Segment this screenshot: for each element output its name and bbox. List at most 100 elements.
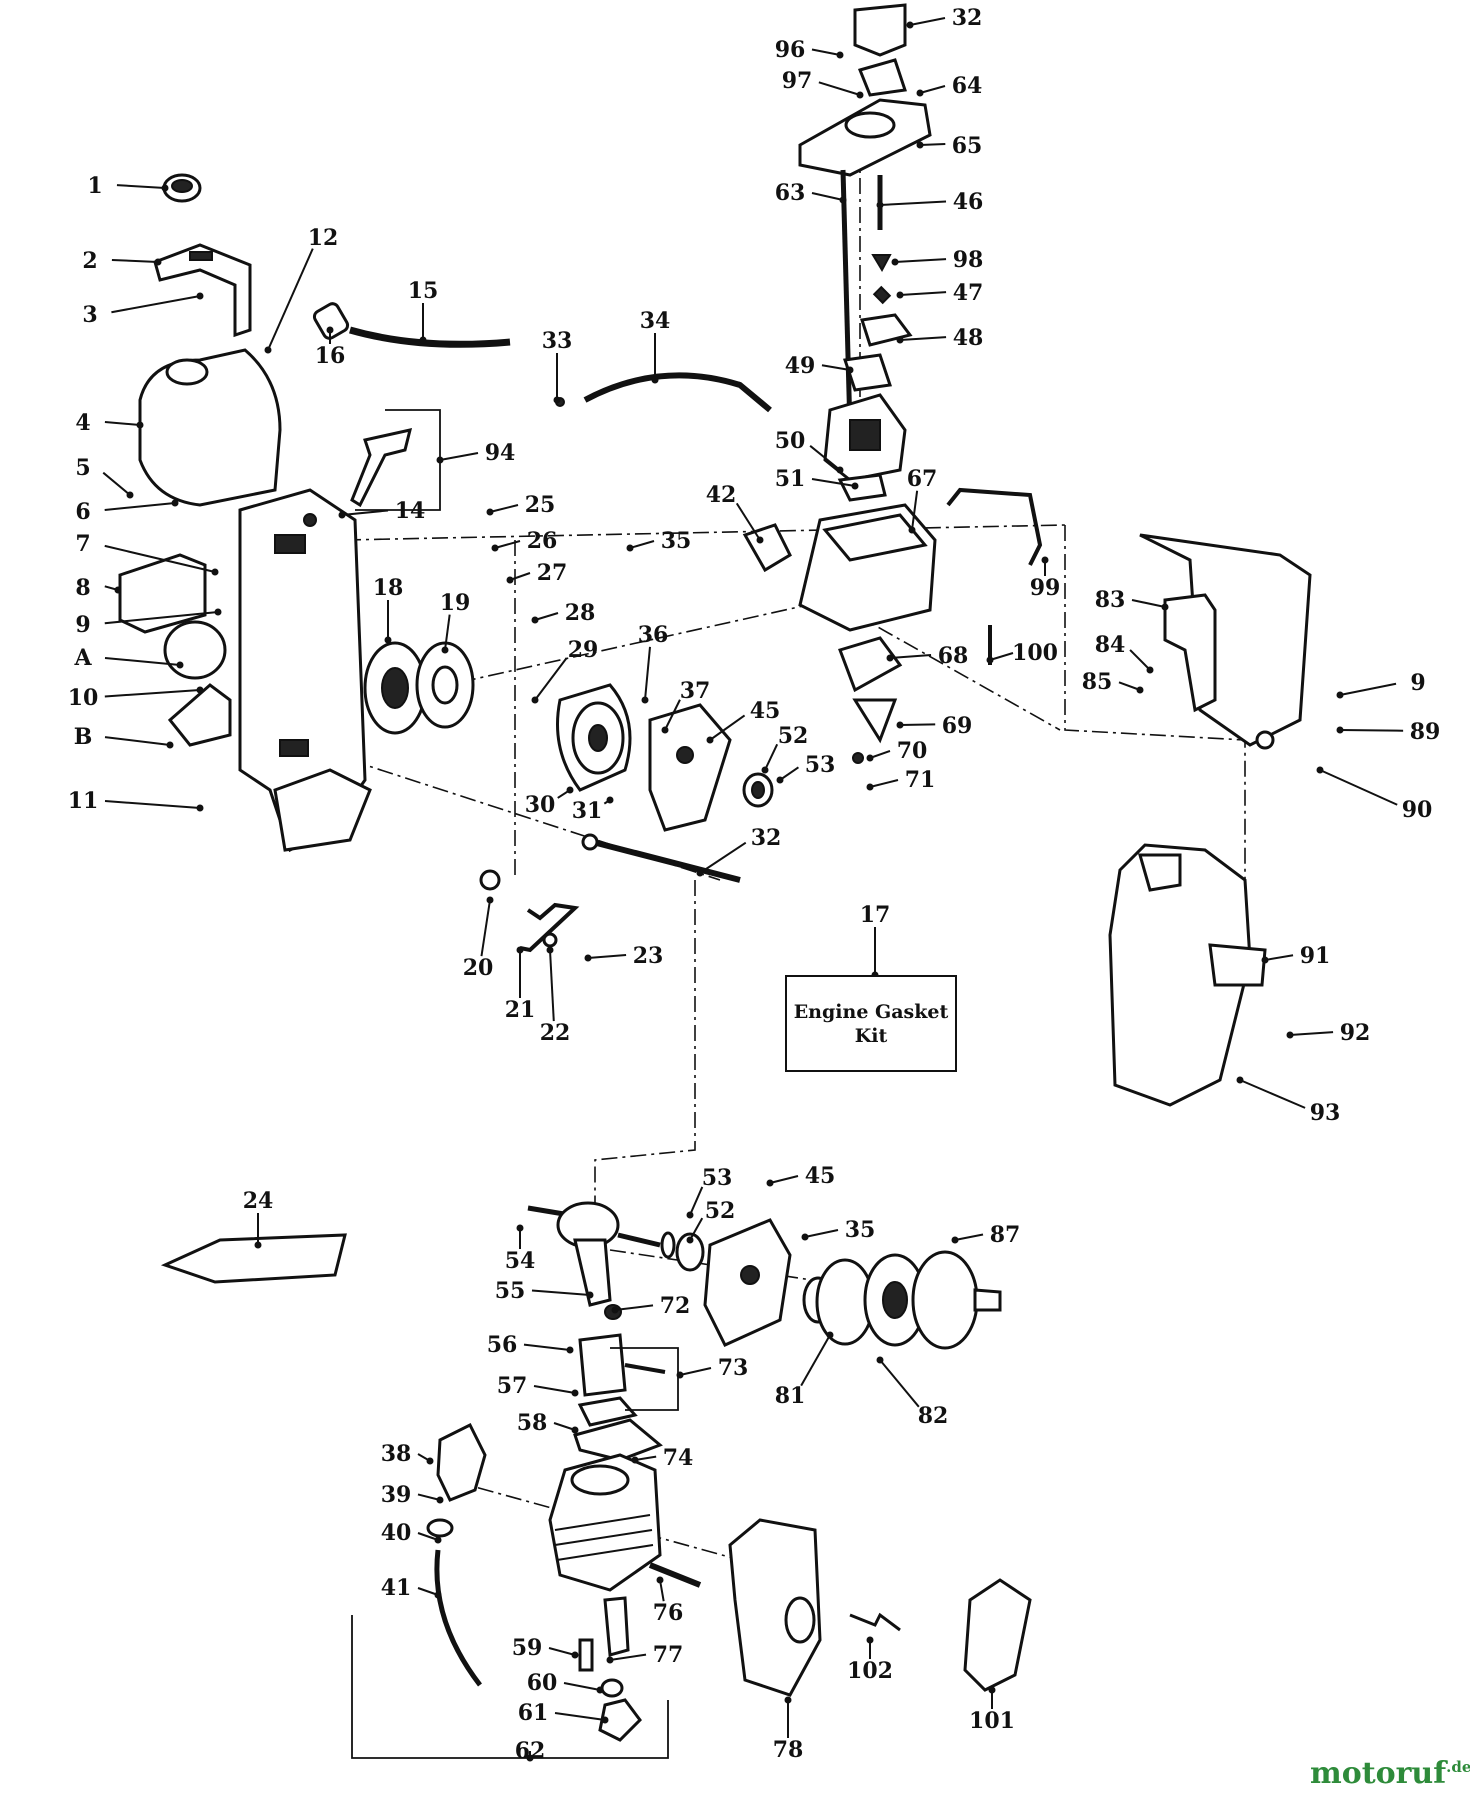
callout-leader <box>104 420 141 426</box>
air-filter <box>118 553 207 634</box>
callout-50: 50 <box>775 428 844 474</box>
callout-14: 14 <box>338 498 425 524</box>
callout-72: 72 <box>611 1293 691 1319</box>
callout-number: 29 <box>568 637 599 663</box>
callout-arrowhead <box>866 754 874 762</box>
callout-number: 72 <box>660 1293 691 1319</box>
callout-arrowhead <box>154 258 162 266</box>
callout-leader <box>954 1233 984 1241</box>
callout-27: 27 <box>506 560 567 586</box>
callout-leader <box>899 336 947 341</box>
callout-46: 46 <box>876 189 983 215</box>
callout-arrowhead <box>531 616 539 624</box>
callout-B: B <box>74 724 174 750</box>
callout-arrowhead <box>114 586 122 594</box>
callout-40: 40 <box>381 1520 442 1546</box>
callout-1: 1 <box>87 173 169 199</box>
callout-arrowhead <box>419 336 427 344</box>
callout-leader <box>531 1289 591 1296</box>
callout-number: 53 <box>702 1165 733 1191</box>
callout-leader <box>889 654 932 659</box>
callout-arrowhead <box>631 1456 639 1464</box>
callout-arrowhead <box>586 1291 594 1299</box>
callout-arrowhead <box>571 1651 579 1659</box>
callout-37: 37 <box>661 678 711 734</box>
crankshaft <box>527 1201 661 1307</box>
callout-23: 23 <box>584 943 663 969</box>
callout-leader <box>709 714 746 741</box>
callout-56: 56 <box>487 1332 574 1358</box>
callout-arrowhead <box>839 196 847 204</box>
callout-93: 93 <box>1236 1076 1340 1126</box>
callout-number: 68 <box>938 643 969 669</box>
callout-83: 83 <box>1095 587 1169 613</box>
callout-leader <box>811 192 844 201</box>
callout-7: 7 <box>75 531 219 576</box>
callout-number: 90 <box>1402 797 1433 823</box>
callout-number: 42 <box>706 482 737 508</box>
callout-arrowhead <box>254 1241 262 1249</box>
callout-number: 97 <box>782 68 813 94</box>
crankcase <box>703 1218 792 1347</box>
spring-clip <box>849 1612 901 1632</box>
callout-arrowhead <box>553 396 561 404</box>
callout-number: 45 <box>805 1163 836 1189</box>
callout-number: 59 <box>512 1635 543 1661</box>
callout-leader <box>533 1385 576 1394</box>
callout-number: 5 <box>75 455 90 481</box>
callout-number: 64 <box>952 73 983 99</box>
callout-number: 38 <box>381 1441 412 1467</box>
starter-pulley <box>363 641 475 735</box>
callout-arrowhead <box>196 686 204 694</box>
callout-73: 73 <box>676 1355 748 1381</box>
callout-number: 69 <box>942 713 973 739</box>
callout-leader <box>417 1587 439 1596</box>
callout-leader <box>644 646 651 701</box>
callout-51: 51 <box>775 466 859 492</box>
callout-61: 61 <box>518 1700 609 1726</box>
muffler-cover <box>963 1578 1032 1692</box>
callout-number: 76 <box>653 1600 684 1626</box>
callout-number: 53 <box>805 752 836 778</box>
callout-arrowhead <box>136 421 144 429</box>
callout-arrowhead <box>264 346 272 354</box>
callout-leader <box>417 1532 439 1541</box>
callout-85: 85 <box>1082 669 1144 695</box>
callout-number: 21 <box>505 997 536 1023</box>
watermark: motoruf.de <box>1310 1756 1470 1791</box>
callout-arrowhead <box>836 466 844 474</box>
callout-leader <box>869 779 899 788</box>
flywheel <box>556 683 632 792</box>
callout-arrowhead <box>426 1457 434 1465</box>
callout-arrowhead <box>171 499 179 507</box>
callout-leader <box>1118 681 1141 691</box>
callout-arrowhead <box>211 568 219 576</box>
callout-number: B <box>74 724 93 750</box>
crankcase-half <box>648 703 732 832</box>
callout-number: 9 <box>75 612 90 638</box>
callout-arrowhead <box>1261 956 1269 964</box>
callout-leader <box>553 1422 576 1431</box>
callout-11: 11 <box>68 788 204 814</box>
callout-leader <box>1339 729 1404 732</box>
callout-arrowhead <box>756 536 764 544</box>
callout-arrowhead <box>166 741 174 749</box>
callout-arrowhead <box>706 736 714 744</box>
callout-number: 58 <box>517 1410 548 1436</box>
callout-leader <box>104 611 219 625</box>
callout-number: 32 <box>952 5 983 31</box>
callout-arrowhead <box>866 783 874 791</box>
watermark-domain: .de <box>1446 1758 1470 1776</box>
callout-number: 37 <box>680 678 711 704</box>
callout-number: 52 <box>778 723 809 749</box>
callout-number: 25 <box>525 492 556 518</box>
callout-arrowhead <box>384 636 392 644</box>
callout-leader <box>548 1647 576 1656</box>
callout-9: 9 <box>1336 670 1426 699</box>
callout-number: 101 <box>969 1708 1015 1734</box>
callout-89: 89 <box>1336 719 1440 745</box>
callout-arrowhead <box>161 184 169 192</box>
callout-leader <box>818 81 861 96</box>
throttle-cable <box>555 372 772 413</box>
